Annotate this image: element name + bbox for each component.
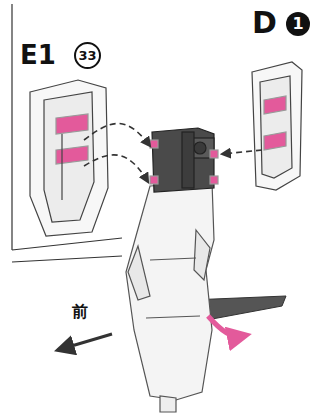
frame-lines bbox=[12, 4, 122, 262]
callout-number: 1 bbox=[286, 12, 310, 36]
front-arrow bbox=[58, 334, 112, 350]
body bbox=[126, 182, 214, 412]
rotate-arrow bbox=[208, 316, 242, 336]
assembly-arrows bbox=[84, 124, 262, 183]
callout-number: 33 bbox=[74, 42, 101, 69]
part-name: E1 bbox=[20, 42, 56, 68]
head-block bbox=[150, 128, 218, 192]
part-name: D bbox=[252, 8, 277, 38]
direction-label: 前 bbox=[72, 304, 88, 320]
part-e1 bbox=[30, 80, 108, 236]
part-d bbox=[252, 62, 302, 190]
